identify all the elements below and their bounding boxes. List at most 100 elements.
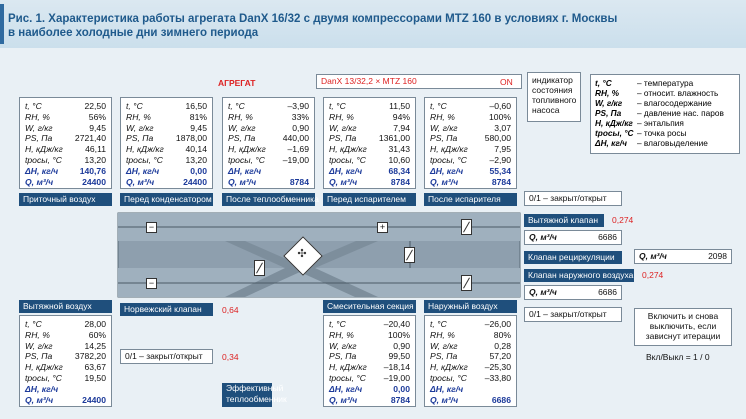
param-value: 56%	[88, 111, 106, 122]
legend-sym-4: H, кДж/кг	[595, 118, 633, 128]
label-before-evap: Перед испарителем	[323, 193, 416, 206]
param-row: RH, %56%	[25, 112, 106, 122]
param-label: t, °C	[25, 319, 42, 329]
param-row: ΔH, кг/ч	[25, 384, 106, 394]
exhaust-valve-value[interactable]: 0,274	[612, 215, 634, 225]
param-label: RH, %	[329, 329, 354, 340]
param-value: 580,00	[484, 133, 511, 144]
param-label: Q, м³/ч	[25, 176, 54, 187]
param-value: 13,20	[84, 155, 106, 165]
param-value: 3782,20	[74, 351, 106, 362]
param-row: t, °C 28,00	[25, 319, 106, 329]
param-label: ΔH, кг/ч	[25, 383, 59, 394]
unit-model-field[interactable]: DanX 13/32,2 × MTZ 160	[316, 74, 522, 89]
minus-icon-exhaust: −	[146, 278, 157, 289]
param-value: 28,00	[84, 319, 106, 329]
param-value: 19,50	[84, 373, 106, 383]
param-value: 24400	[82, 176, 106, 187]
fan-icon: ✣	[297, 248, 307, 260]
param-row: H, кДж/кг–25,30	[430, 362, 511, 372]
label-supply: Приточный воздух	[19, 193, 112, 206]
param-value: 10,60	[388, 155, 410, 165]
param-label: PS, Па	[25, 351, 53, 362]
param-label: H, кДж/кг	[25, 362, 63, 373]
unit-label: АГРЕГАТ	[218, 78, 256, 88]
title-line-2: в наиболее холодные дни зимнего периода	[8, 27, 259, 39]
param-value: –3,90	[287, 101, 309, 111]
param-value: 6686	[491, 394, 511, 405]
outdoor-valve-value[interactable]: 0,274	[642, 270, 664, 280]
param-value: 2721,40	[74, 133, 106, 144]
unit-state[interactable]: ON	[500, 77, 513, 87]
outdoor-q-field: Q, м³/ч 6686	[524, 285, 622, 300]
param-label: W, г/кг	[228, 122, 256, 133]
param-value: 46,11	[85, 144, 106, 155]
param-label: RH, %	[430, 329, 455, 340]
param-label: RH, %	[126, 111, 151, 122]
param-label: PS, Па	[25, 133, 53, 144]
param-value: 24400	[82, 394, 106, 405]
param-label: Q, м³/ч	[228, 176, 257, 187]
param-label: PS, Па	[126, 133, 154, 144]
param-value: 31,43	[388, 144, 410, 155]
recirc-valve-label: Клапан рециркуляции	[524, 251, 622, 264]
param-label: H, кДж/кг	[329, 144, 367, 155]
param-label: W, г/кг	[126, 122, 154, 133]
param-label: Q, м³/ч	[329, 176, 358, 187]
legend-desc-5: – точка росы	[637, 128, 687, 138]
param-label: t, °C	[329, 319, 346, 329]
param-label: W, г/кг	[329, 340, 357, 351]
param-value: 68,34	[388, 165, 410, 176]
recirc-q-field: Q, м³/ч 2098	[634, 249, 732, 264]
param-value: –18,14	[383, 362, 410, 373]
param-value: 100%	[388, 329, 410, 340]
param-label: Q, м³/ч	[430, 394, 459, 405]
param-row: tросы, °C–19,00	[329, 373, 410, 383]
param-row: H, кДж/кг–1,69	[228, 144, 309, 154]
param-value: 55,34	[489, 165, 511, 176]
damper-icon-supply	[461, 219, 472, 235]
param-value: –26,00	[484, 319, 511, 329]
param-label: ΔH, кг/ч	[329, 165, 363, 176]
iterate-note-text: Включить и снова выключить, если зависну…	[645, 311, 721, 341]
toggle-3-field[interactable]: 0/1 – закрыт/открыт	[120, 349, 213, 364]
param-label: PS, Па	[430, 133, 458, 144]
param-label: t, °C	[329, 101, 346, 111]
param-value: 99,50	[388, 351, 410, 362]
header: Рис. 1. Характеристика работы агрегата D…	[0, 0, 746, 49]
legend-desc-0: – температура	[637, 78, 694, 88]
outdoor-q-label: Q, м³/ч	[529, 287, 557, 297]
param-label: tросы, °C	[430, 373, 467, 383]
toggle-1-field[interactable]: 0/1 – закрыт/открыт	[524, 191, 622, 206]
param-label: W, г/кг	[25, 340, 53, 351]
label-exhaust: Вытяжной воздух	[19, 300, 112, 313]
damper-icon-recirc	[404, 247, 415, 263]
param-value: 8784	[390, 394, 410, 405]
label-heat-exchanger: Эффективный теплообменник	[222, 383, 287, 407]
param-label: t, °C	[228, 101, 245, 111]
label-before-condenser: Перед конденсатором	[120, 193, 213, 206]
legend-sym-2: W, г/кг	[595, 98, 623, 108]
param-label: RH, %	[25, 329, 50, 340]
param-label: H, кДж/кг	[126, 144, 164, 155]
param-value: –19,00	[282, 155, 309, 165]
param-label: W, г/кг	[329, 122, 357, 133]
toggle-2-field[interactable]: 0/1 – закрыт/открыт	[524, 307, 622, 322]
param-row: tросы, °C–33,80	[430, 373, 511, 383]
toggle-3-value[interactable]: 0,34	[222, 352, 239, 362]
figure-title: Рис. 1. Характеристика работы агрегата D…	[8, 12, 738, 40]
unit-model: DanX 13/32,2 × MTZ 160	[321, 76, 417, 86]
param-row: RH, % 100%	[329, 330, 410, 340]
norway-value[interactable]: 0,64	[222, 305, 239, 315]
param-value: 7,95	[494, 144, 511, 155]
